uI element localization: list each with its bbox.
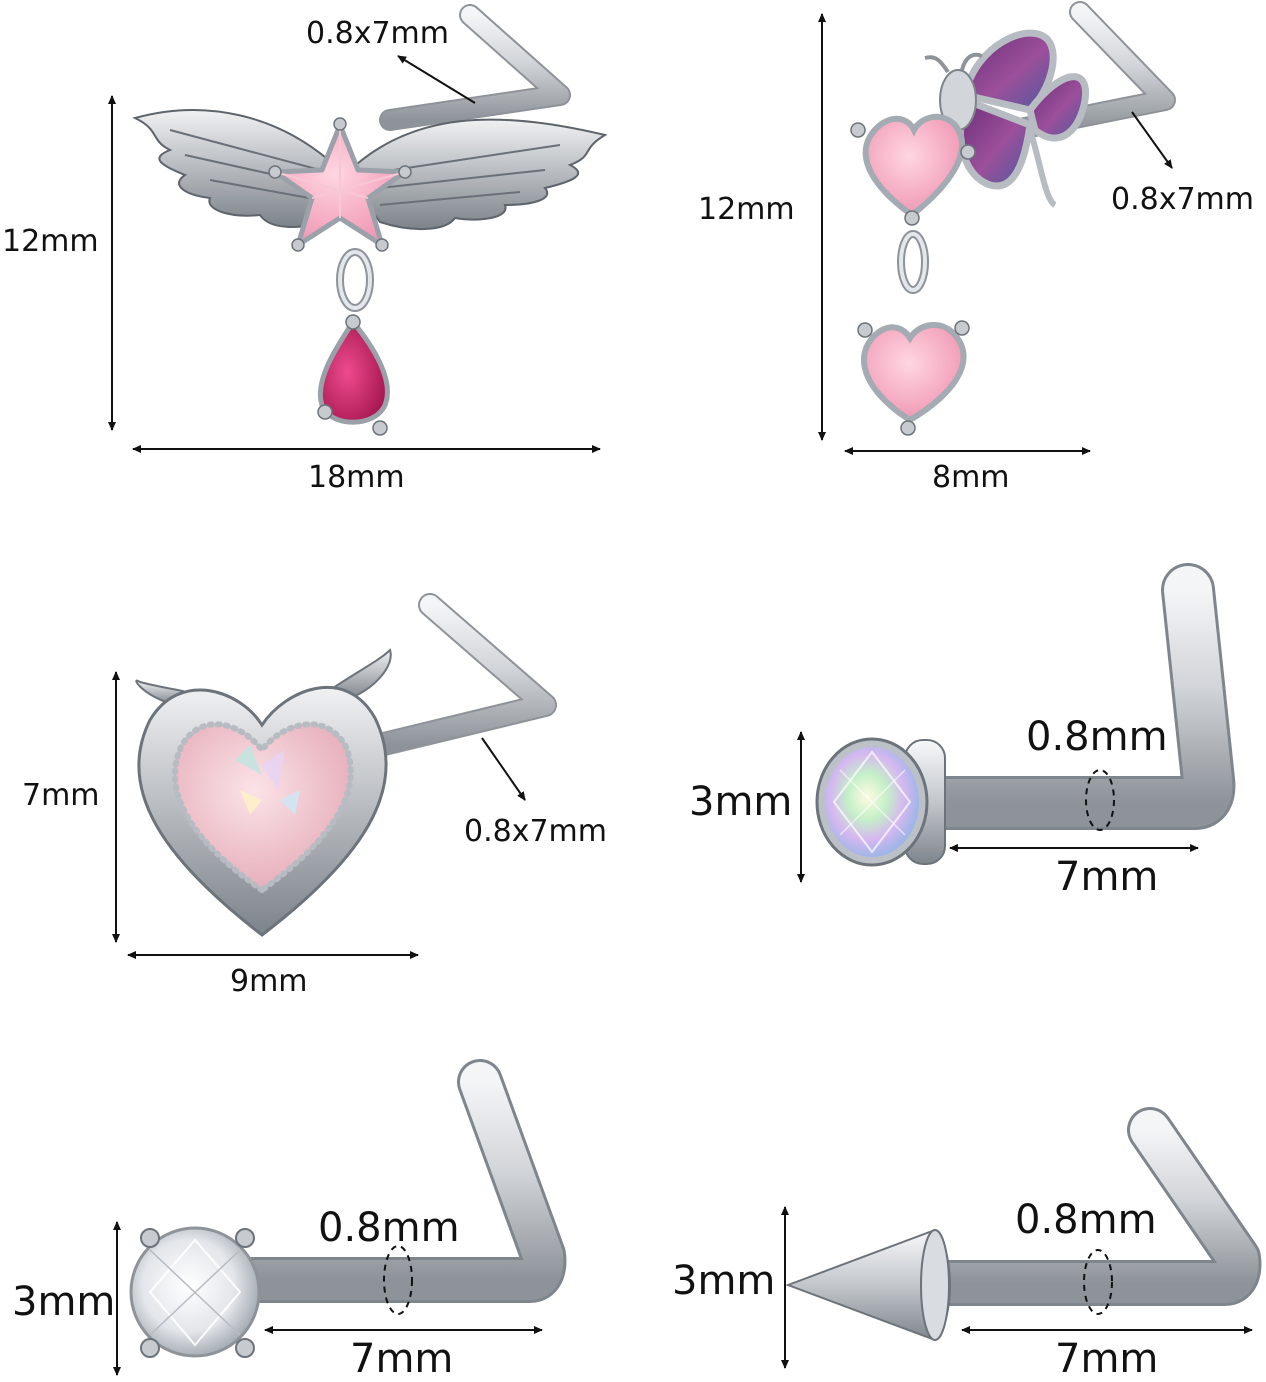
p2-bar-label: 0.8x7mm	[1111, 182, 1254, 217]
p5-length-label: 7mm	[350, 1336, 454, 1382]
ab-crystal-bezel	[815, 737, 946, 867]
p3-height-label: 7mm	[22, 778, 100, 813]
product-2-butterfly-hearts	[818, 1, 1176, 455]
p4-gauge-label: 0.8mm	[1026, 714, 1168, 760]
p5-height-label: 3mm	[12, 1279, 116, 1325]
p5-gauge-label: 0.8mm	[318, 1205, 460, 1251]
butterfly-charm	[924, 29, 1090, 208]
bar-pointer-line	[481, 737, 526, 801]
pink-star-gem	[268, 117, 412, 252]
p6-height-label: 3mm	[672, 1258, 776, 1304]
pink-opal-heart	[171, 721, 354, 894]
spike-cone-head	[785, 1228, 951, 1342]
p2-width-label: 8mm	[932, 460, 1010, 495]
wings	[132, 109, 608, 230]
product-1-winged-star	[108, 4, 608, 453]
product-5-prong-gem	[113, 1059, 567, 1376]
product-4-bezel-gem	[797, 563, 1236, 883]
pink-heart-gem-bottom	[857, 320, 970, 436]
p6-length-label: 7mm	[1055, 1336, 1159, 1382]
fuchsia-teardrop-gem	[317, 314, 390, 436]
p1-bar-label: 0.8x7mm	[306, 16, 449, 51]
p1-width-label: 18mm	[308, 460, 405, 495]
p4-height-label: 3mm	[689, 779, 793, 825]
p3-bar-label: 0.8x7mm	[464, 814, 607, 849]
product-6-spike-cone	[781, 1107, 1262, 1369]
clear-crystal-prong-set	[129, 1226, 261, 1358]
product-3-devil-heart	[112, 593, 557, 959]
pink-heart-gem-top	[850, 113, 976, 226]
p6-gauge-label: 0.8mm	[1015, 1197, 1157, 1243]
bar-pointer-line	[397, 55, 476, 104]
p1-height-label: 12mm	[2, 224, 99, 259]
p3-width-label: 9mm	[230, 964, 308, 999]
p2-height-label: 12mm	[698, 192, 795, 227]
p4-length-label: 7mm	[1055, 854, 1159, 900]
bar-pointer-line	[1131, 111, 1173, 169]
